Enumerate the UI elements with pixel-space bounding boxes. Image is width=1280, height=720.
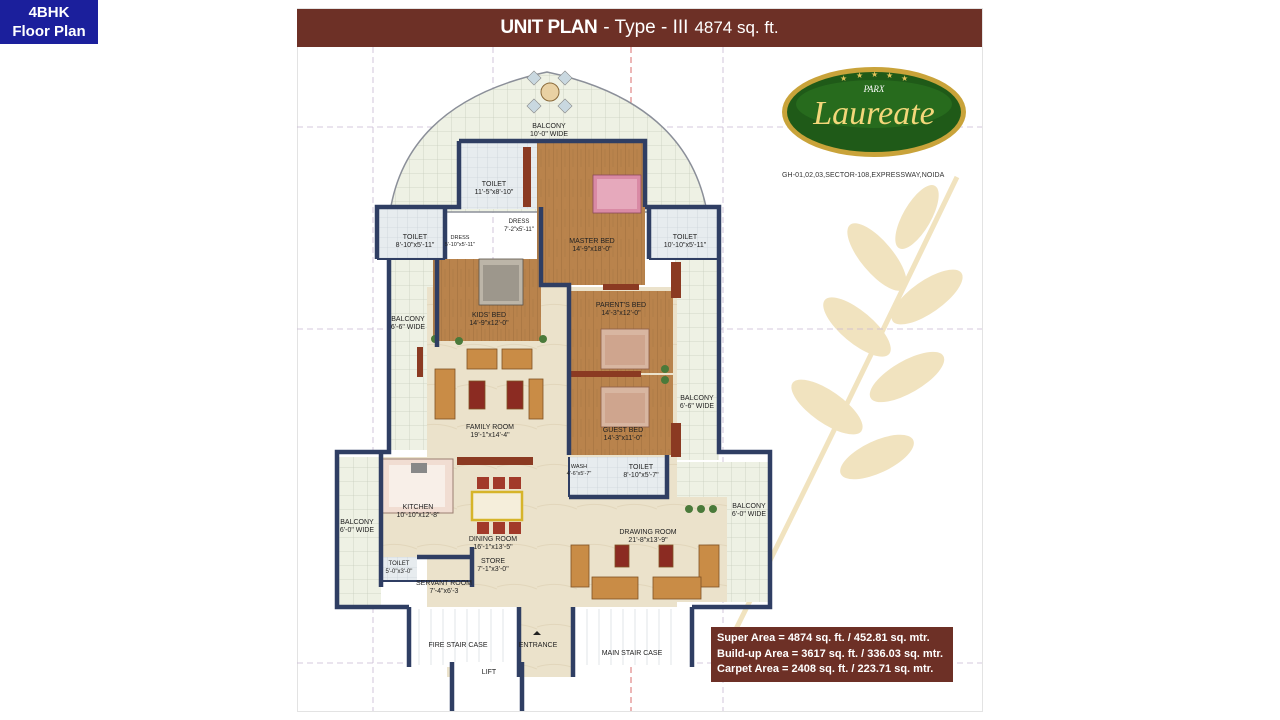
master-bed-furniture	[592, 174, 642, 214]
toilet-servant-dim: 5'-0"x3'-0"	[386, 569, 413, 575]
toilet-master-dim: 11'-5"x8'-10"	[475, 189, 514, 196]
title-type: - Type - III	[603, 17, 689, 38]
dress-master-name: DRESS	[509, 219, 530, 225]
family-sofa-set	[434, 348, 544, 420]
dress-left-dim: 5'-10"x5'-11"	[445, 242, 475, 248]
balcony-kitchen-floor	[337, 457, 381, 607]
guest-bed-name: GUEST BED	[603, 427, 643, 434]
logo-stars: ★ ★ ★ ★ ★	[840, 70, 908, 83]
drawing-sofa-set	[570, 544, 720, 600]
balcony-table-icon	[526, 70, 573, 114]
dining-room-dim: 16'-1"x13'-5"	[473, 544, 513, 551]
floor-plan-drawing: BALCONY 10'-0" WIDE TOILET 11'-5"x8'-10"…	[297, 47, 982, 711]
parents-bed-furniture	[600, 328, 650, 370]
dining-room-name: DINING ROOM	[469, 536, 517, 543]
store-dim: 7'-1"x3'-0"	[477, 566, 509, 573]
balcony-kitchen-dim: 6'-0" WIDE	[340, 527, 374, 534]
balcony-right-mid-dim: 6'-6" WIDE	[680, 403, 714, 410]
logo-main-text: Laureate	[812, 95, 935, 132]
main-stair-name: MAIN STAIR CASE	[602, 650, 663, 657]
kitchen-name: KITCHEN	[403, 504, 434, 511]
balcony-left-dim: 6'-6" WIDE	[391, 324, 425, 331]
balcony-top-dim: 10'-0" WIDE	[530, 131, 568, 138]
main-stair-floor	[577, 607, 692, 667]
main-stair-steps	[586, 609, 672, 665]
location-text: GH-01,02,03,SECTOR-108,EXPRESSWAY,NOIDA	[782, 172, 945, 179]
toilet-servant-name: TOILET	[389, 561, 410, 567]
parents-bed-name: PARENT'S BED	[596, 302, 646, 309]
dining-table	[470, 477, 524, 534]
master-bed-name: MASTER BED	[569, 238, 615, 245]
toilet-servant-floor	[381, 557, 417, 581]
balcony-top-name: BALCONY	[532, 123, 566, 130]
fire-stair-name: FIRE STAIR CASE	[429, 642, 488, 649]
parents-bed-dim: 14'-3"x12'-0"	[601, 310, 641, 317]
plants	[431, 335, 717, 513]
lift-name: LIFT	[482, 669, 497, 676]
family-room-name: FAMILY ROOM	[466, 424, 514, 431]
balcony-right-mid-floor	[675, 260, 719, 460]
fire-stair-floor	[409, 607, 519, 667]
master-bed-dim: 14'-9"x18'-0"	[572, 246, 612, 253]
entrance-name: ENTRANCE	[519, 642, 558, 649]
lift-floor	[452, 662, 522, 711]
floor-plan-tag: 4BHK Floor Plan	[0, 0, 98, 44]
toilet-left-floor	[377, 207, 445, 259]
carpet-area: Carpet Area = 2408 sq. ft. / 223.71 sq. …	[717, 663, 934, 675]
toilet-right-name: TOILET	[673, 234, 698, 241]
drawing-room-dim: 21'-8"x13'-9"	[628, 537, 668, 544]
fire-stair-steps	[418, 609, 504, 665]
store-name: STORE	[481, 558, 505, 565]
wash-name: WASH	[571, 464, 587, 470]
entrance-arrow-icon	[533, 631, 541, 635]
family-room-dim: 19'-1"x14'-4"	[470, 432, 510, 439]
toilet-right-dim: 10'-10"x5'-11"	[664, 242, 707, 249]
tag-line-1: 4BHK	[28, 4, 70, 21]
super-area: Super Area = 4874 sq. ft. / 452.81 sq. m…	[717, 632, 930, 644]
toilet-right-floor	[649, 207, 719, 259]
thin-walls	[377, 209, 719, 582]
buildup-area: Build-up Area = 3617 sq. ft. / 336.03 sq…	[717, 647, 944, 660]
svg-text:★: ★	[840, 74, 847, 83]
svg-text:★: ★	[856, 71, 863, 80]
balcony-left-name: BALCONY	[391, 316, 425, 323]
unit-plan-title-bar: UNIT PLAN - Type - III 4874 sq. ft.	[297, 9, 982, 47]
svg-text:★: ★	[886, 71, 893, 80]
tag-line-2: Floor Plan	[12, 23, 86, 40]
toilet-left-name: TOILET	[403, 234, 428, 241]
toilet-guest-floor	[569, 457, 667, 497]
dress-left-name: DRESS	[451, 235, 470, 241]
title-area: 4874 sq. ft.	[694, 18, 779, 37]
dress-master-dim: 7'-2"x5'-11"	[504, 227, 534, 233]
title-strong: UNIT PLAN	[500, 17, 598, 38]
svg-text:★: ★	[871, 70, 878, 79]
toilet-left-dim: 8'-10"x5'-11"	[396, 242, 435, 249]
guest-bed-furniture	[600, 386, 650, 428]
kids-bed-furniture	[478, 258, 524, 306]
servant-room-name: SERVANT ROOM	[416, 580, 472, 587]
toilet-guest-name: TOILET	[629, 464, 654, 471]
wash-dim: 4'-6"x5'-7"	[567, 471, 592, 477]
wardrobes	[417, 147, 681, 465]
logo-small-text: PARX	[863, 84, 885, 94]
drawing-room-name: DRAWING ROOM	[619, 529, 676, 536]
toilet-master-name: TOILET	[482, 181, 507, 188]
guest-bed-dim: 14'-3"x11'-0"	[604, 435, 643, 442]
kitchen-dim: 10'-10"x12'-8"	[396, 512, 440, 519]
toilet-guest-dim: 8'-10"x5'-7"	[623, 472, 659, 479]
svg-text:★: ★	[901, 74, 908, 83]
area-summary: Super Area = 4874 sq. ft. / 452.81 sq. m…	[711, 627, 953, 682]
servant-room-dim: 7'-4"x6'-3	[430, 588, 459, 595]
balcony-right-low-name: BALCONY	[732, 503, 766, 510]
room-labels: BALCONY 10'-0" WIDE TOILET 11'-5"x8'-10"…	[340, 123, 766, 676]
balcony-right-mid-name: BALCONY	[680, 395, 714, 402]
laureate-logo: ★ ★ ★ ★ ★ PARX Laureate	[782, 67, 966, 157]
kids-bed-name: KIDS' BED	[472, 312, 506, 319]
kids-bed-dim: 14'-9"x12'-0"	[469, 320, 509, 327]
balcony-kitchen-name: BALCONY	[340, 519, 374, 526]
balcony-right-low-dim: 6'-0" WIDE	[732, 511, 766, 518]
